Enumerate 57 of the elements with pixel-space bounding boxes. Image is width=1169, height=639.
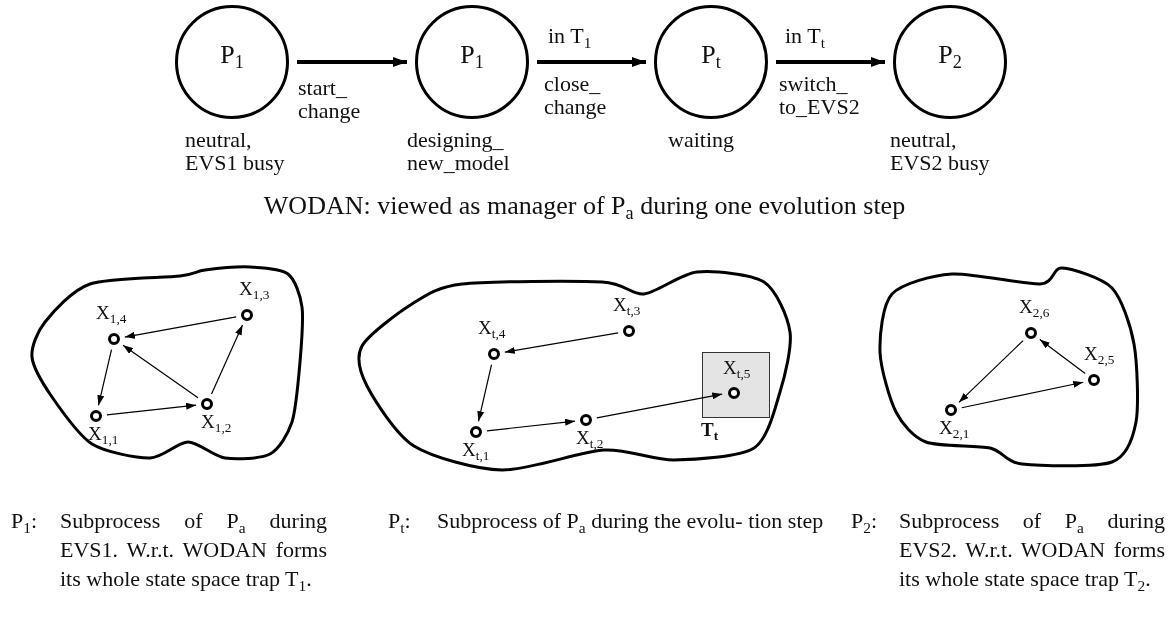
arrow [477,364,493,422]
transition-condition: in T$_{1}$ [548,24,592,48]
state-label: X$_{2,5}$ [1084,344,1115,364]
arrow [210,324,244,395]
arrow [106,402,197,416]
caption-text: Subprocess of P$_{a}$ during EVS1. W.r.t. WODAN forms its whole state space trap T$_{1}$. [60,507,327,593]
arrow [124,316,237,339]
arrow [776,57,885,67]
caption-tag: P$_{1}$: [11,506,38,535]
state-label: X$_{t,5}$ [723,358,751,378]
arrow [537,57,646,67]
state-caption: neutral, EVS1 busy [185,128,286,175]
transition-condition: in T$_{t}$ [785,24,825,48]
state-label: X$_{1,2}$ [201,412,232,432]
state-label: X$_{2,6}$ [1019,297,1050,317]
caption-tag: P$_{2}$: [851,506,878,535]
state-circle: P$_{t}$ [654,5,768,119]
state-dot [241,309,253,321]
state-dot [488,348,500,360]
arrow [961,380,1084,409]
caption-text: Subprocess of P$_{a}$ during the evolu- tion step [437,507,825,535]
state-circle: P$_{1}$ [175,5,289,119]
state-caption: designing_ new_model [407,128,511,175]
state-circle: P$_{2}$ [893,5,1007,119]
arrow [958,340,1024,403]
arrow [97,349,113,406]
arrow [486,418,576,432]
state-dot [90,410,102,422]
state-dot [728,387,740,399]
state-dot [1025,327,1037,339]
arrow [596,392,723,419]
state-dot [1088,374,1100,386]
state-circle: P$_{1}$ [415,5,529,119]
arrow [504,332,619,354]
state-label: X$_{1,3}$ [239,279,270,299]
state-dot [623,325,635,337]
caption-text: Subprocess of P$_{a}$ during EVS2. W.r.t. WODAN forms its whole state space trap T$_{2}$. [899,507,1165,593]
state-caption: waiting [668,128,735,152]
state-label: X$_{1,4}$ [96,303,127,323]
state-label: X$_{t,2}$ [576,428,604,448]
state-dot [945,404,957,416]
state-dot [470,426,482,438]
state-label: X$_{t,3}$ [613,295,641,315]
state-dot [201,398,213,410]
state-caption: neutral, EVS2 busy [890,128,991,175]
state-label: X$_{t,1}$ [462,440,490,460]
state-dot [580,414,592,426]
state-label: X$_{2,1}$ [939,418,970,438]
state-label: X$_{1,1}$ [88,424,119,444]
state-dot [108,333,120,345]
arrow [297,57,407,67]
diagram-title: WODAN: viewed as manager of P$_{a}$ during one evolution step [262,190,907,222]
arrow [1039,338,1086,375]
trap-label: T$_{t}$ [701,419,719,441]
state-label: X$_{t,4}$ [478,318,506,338]
arrow [122,344,199,399]
caption-tag: P$_{t}$: [388,506,411,535]
